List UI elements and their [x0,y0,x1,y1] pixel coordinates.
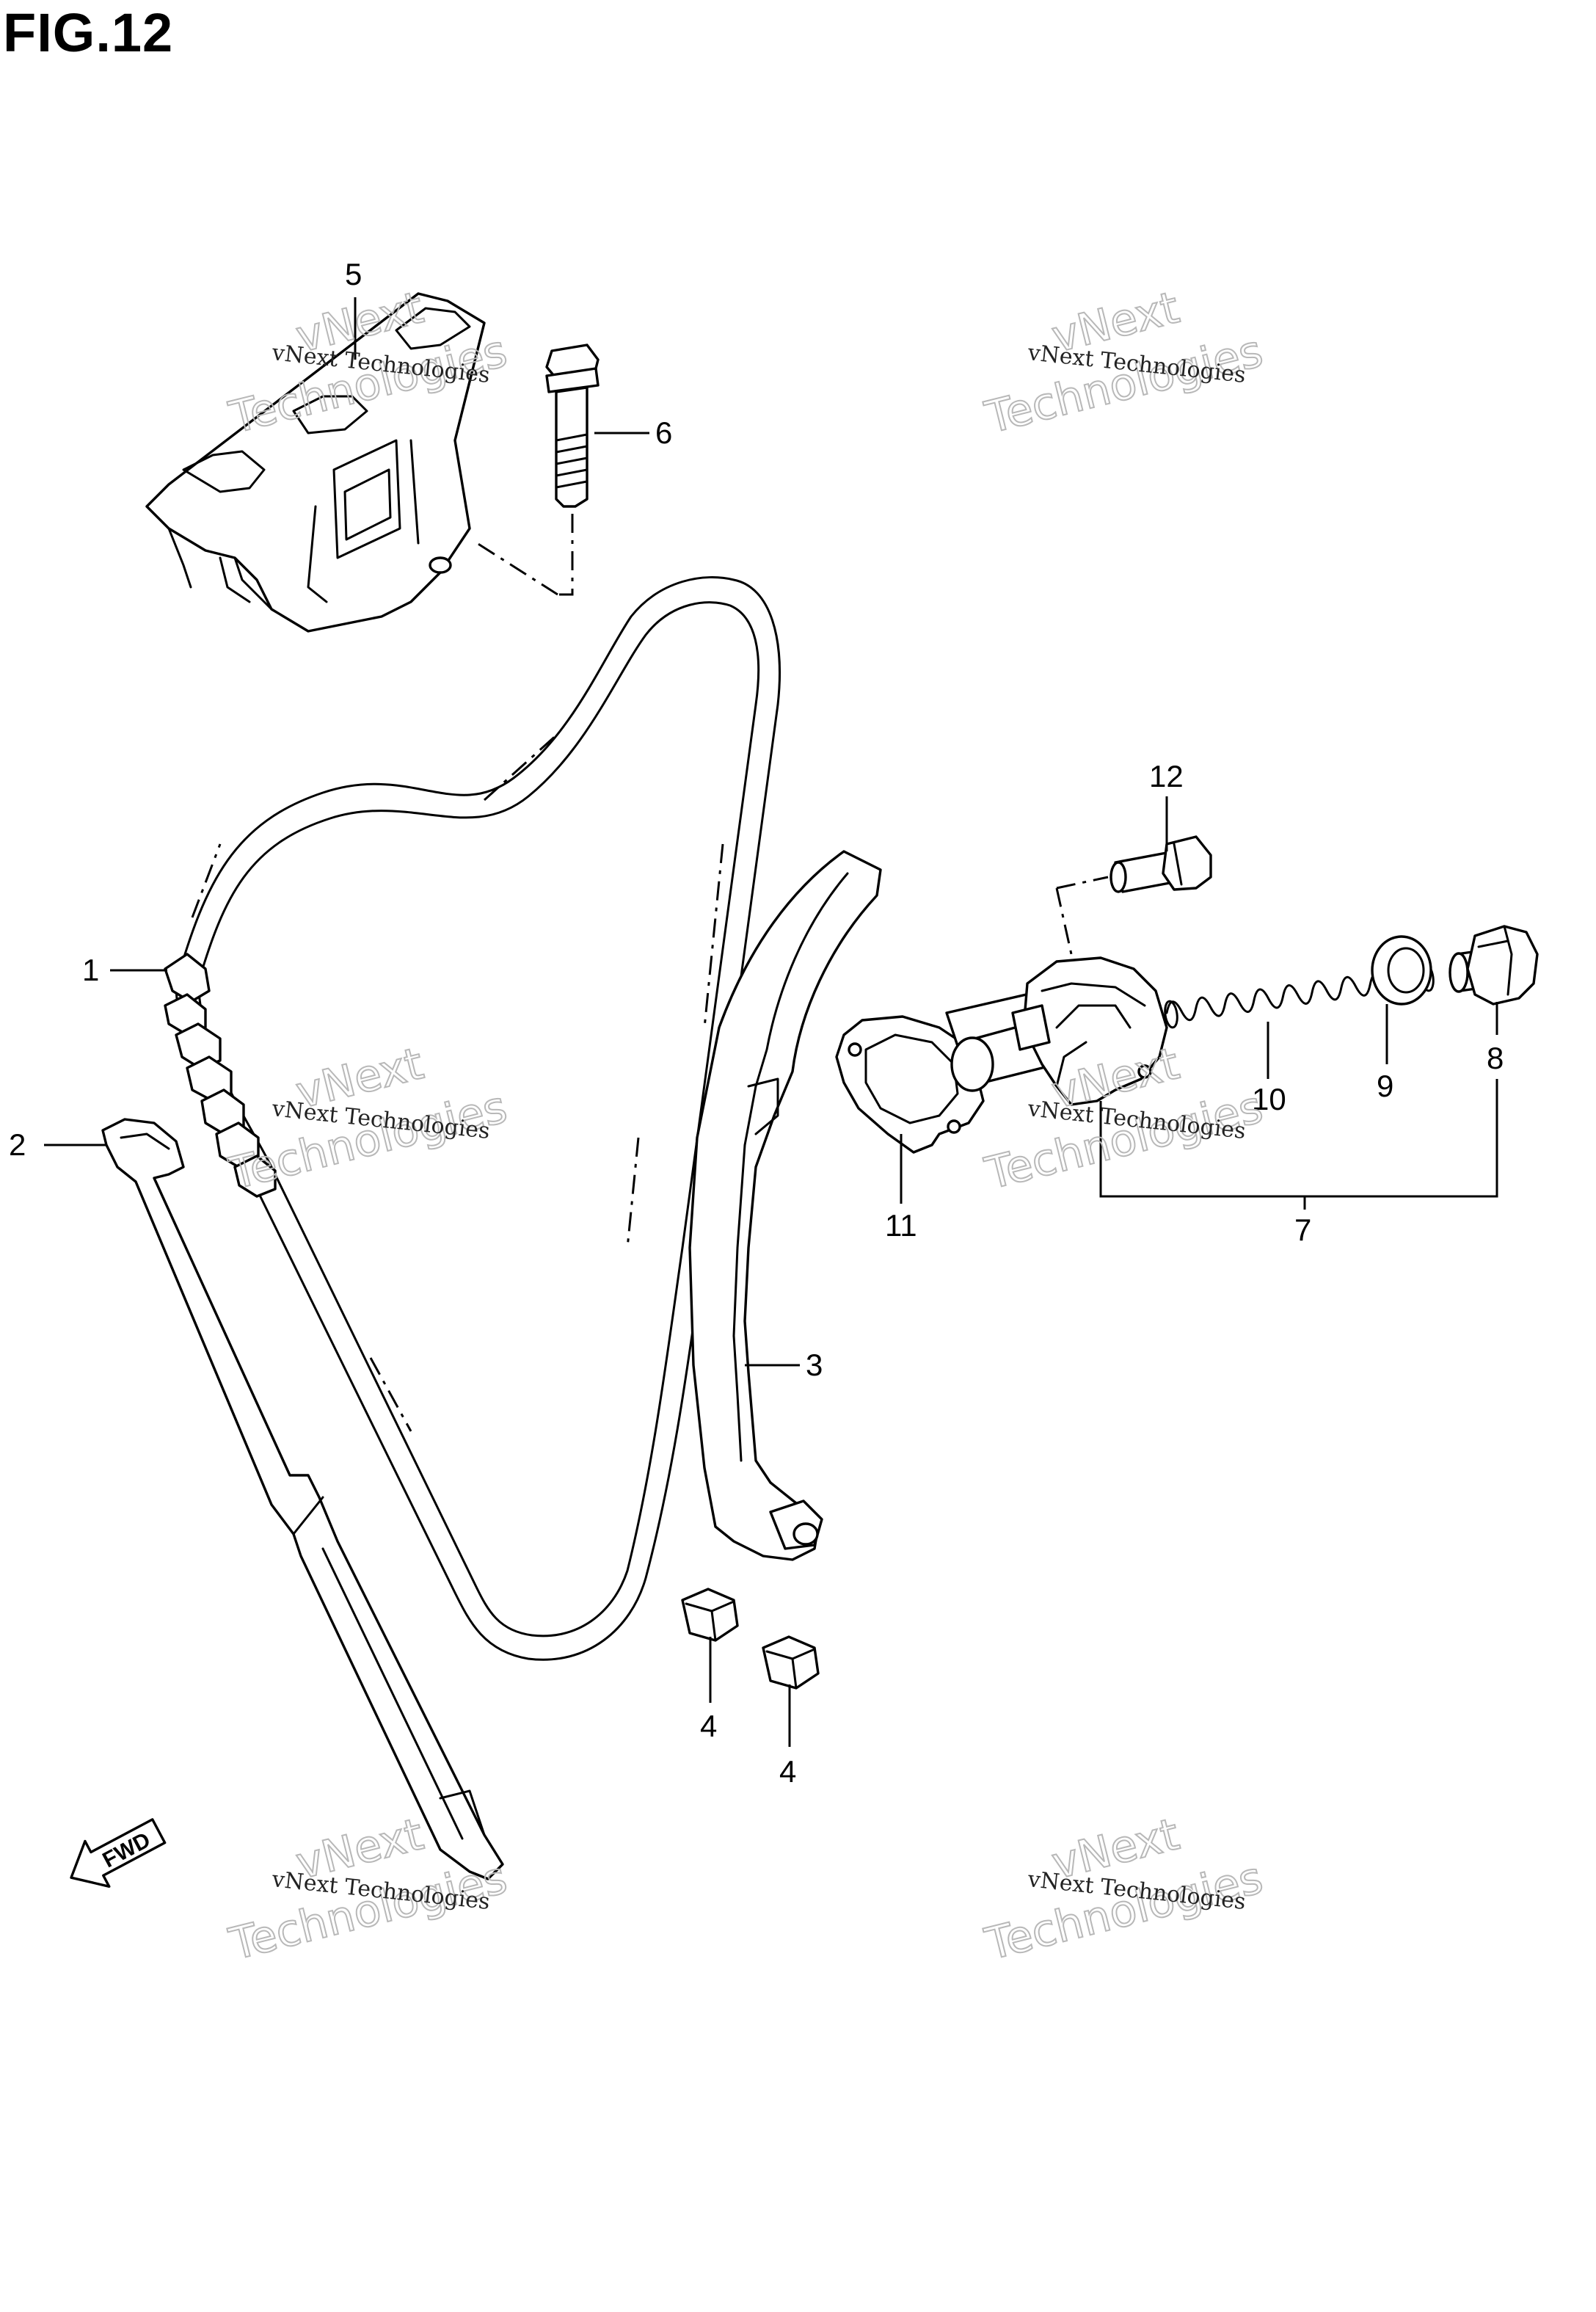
callout-8: 8 [1487,1041,1504,1075]
watermark-mid-left: vNext Technologies vNext Technologies [224,1037,513,1201]
callout-3: 3 [806,1348,823,1382]
callout-11: 11 [885,1208,917,1243]
damper-a [681,1588,739,1642]
figure-title: FIG.12 [3,2,174,63]
damper-b [762,1635,820,1690]
callout-5: 5 [345,257,362,291]
guide-bolt [476,343,600,596]
tensioner-body [945,876,1168,1106]
forward-arrow-icon: FWD [70,1818,167,1888]
callout-4a: 4 [700,1709,717,1743]
callout-10: 10 [1252,1082,1286,1116]
watermark-bottom-right: vNext Technologies vNext Technologies [980,1808,1269,1971]
tensioner-cap-bolt [1449,925,1539,1006]
callout-4b: 4 [779,1754,796,1789]
tensioner-bolt [1109,835,1212,893]
callout-9: 9 [1377,1069,1393,1103]
tensioner-washer [1371,935,1432,1006]
callout-1: 1 [82,953,99,987]
callout-6: 6 [655,415,672,450]
upper-chain-guide [145,292,486,633]
watermark-top-right: vNext Technologies vNext Technologies [980,281,1269,445]
leader-lines [44,297,1498,1747]
chain-guide-front [101,1118,504,1880]
chain-guide-rear [688,850,882,1561]
cam-chain [164,576,781,1661]
callout-2: 2 [9,1127,26,1162]
callout-labels: 1 2 3 4 4 5 6 7 8 9 10 11 12 [9,257,1504,1789]
callout-12: 12 [1149,759,1184,793]
tensioner-gasket [835,1015,985,1154]
callout-7: 7 [1294,1213,1311,1247]
